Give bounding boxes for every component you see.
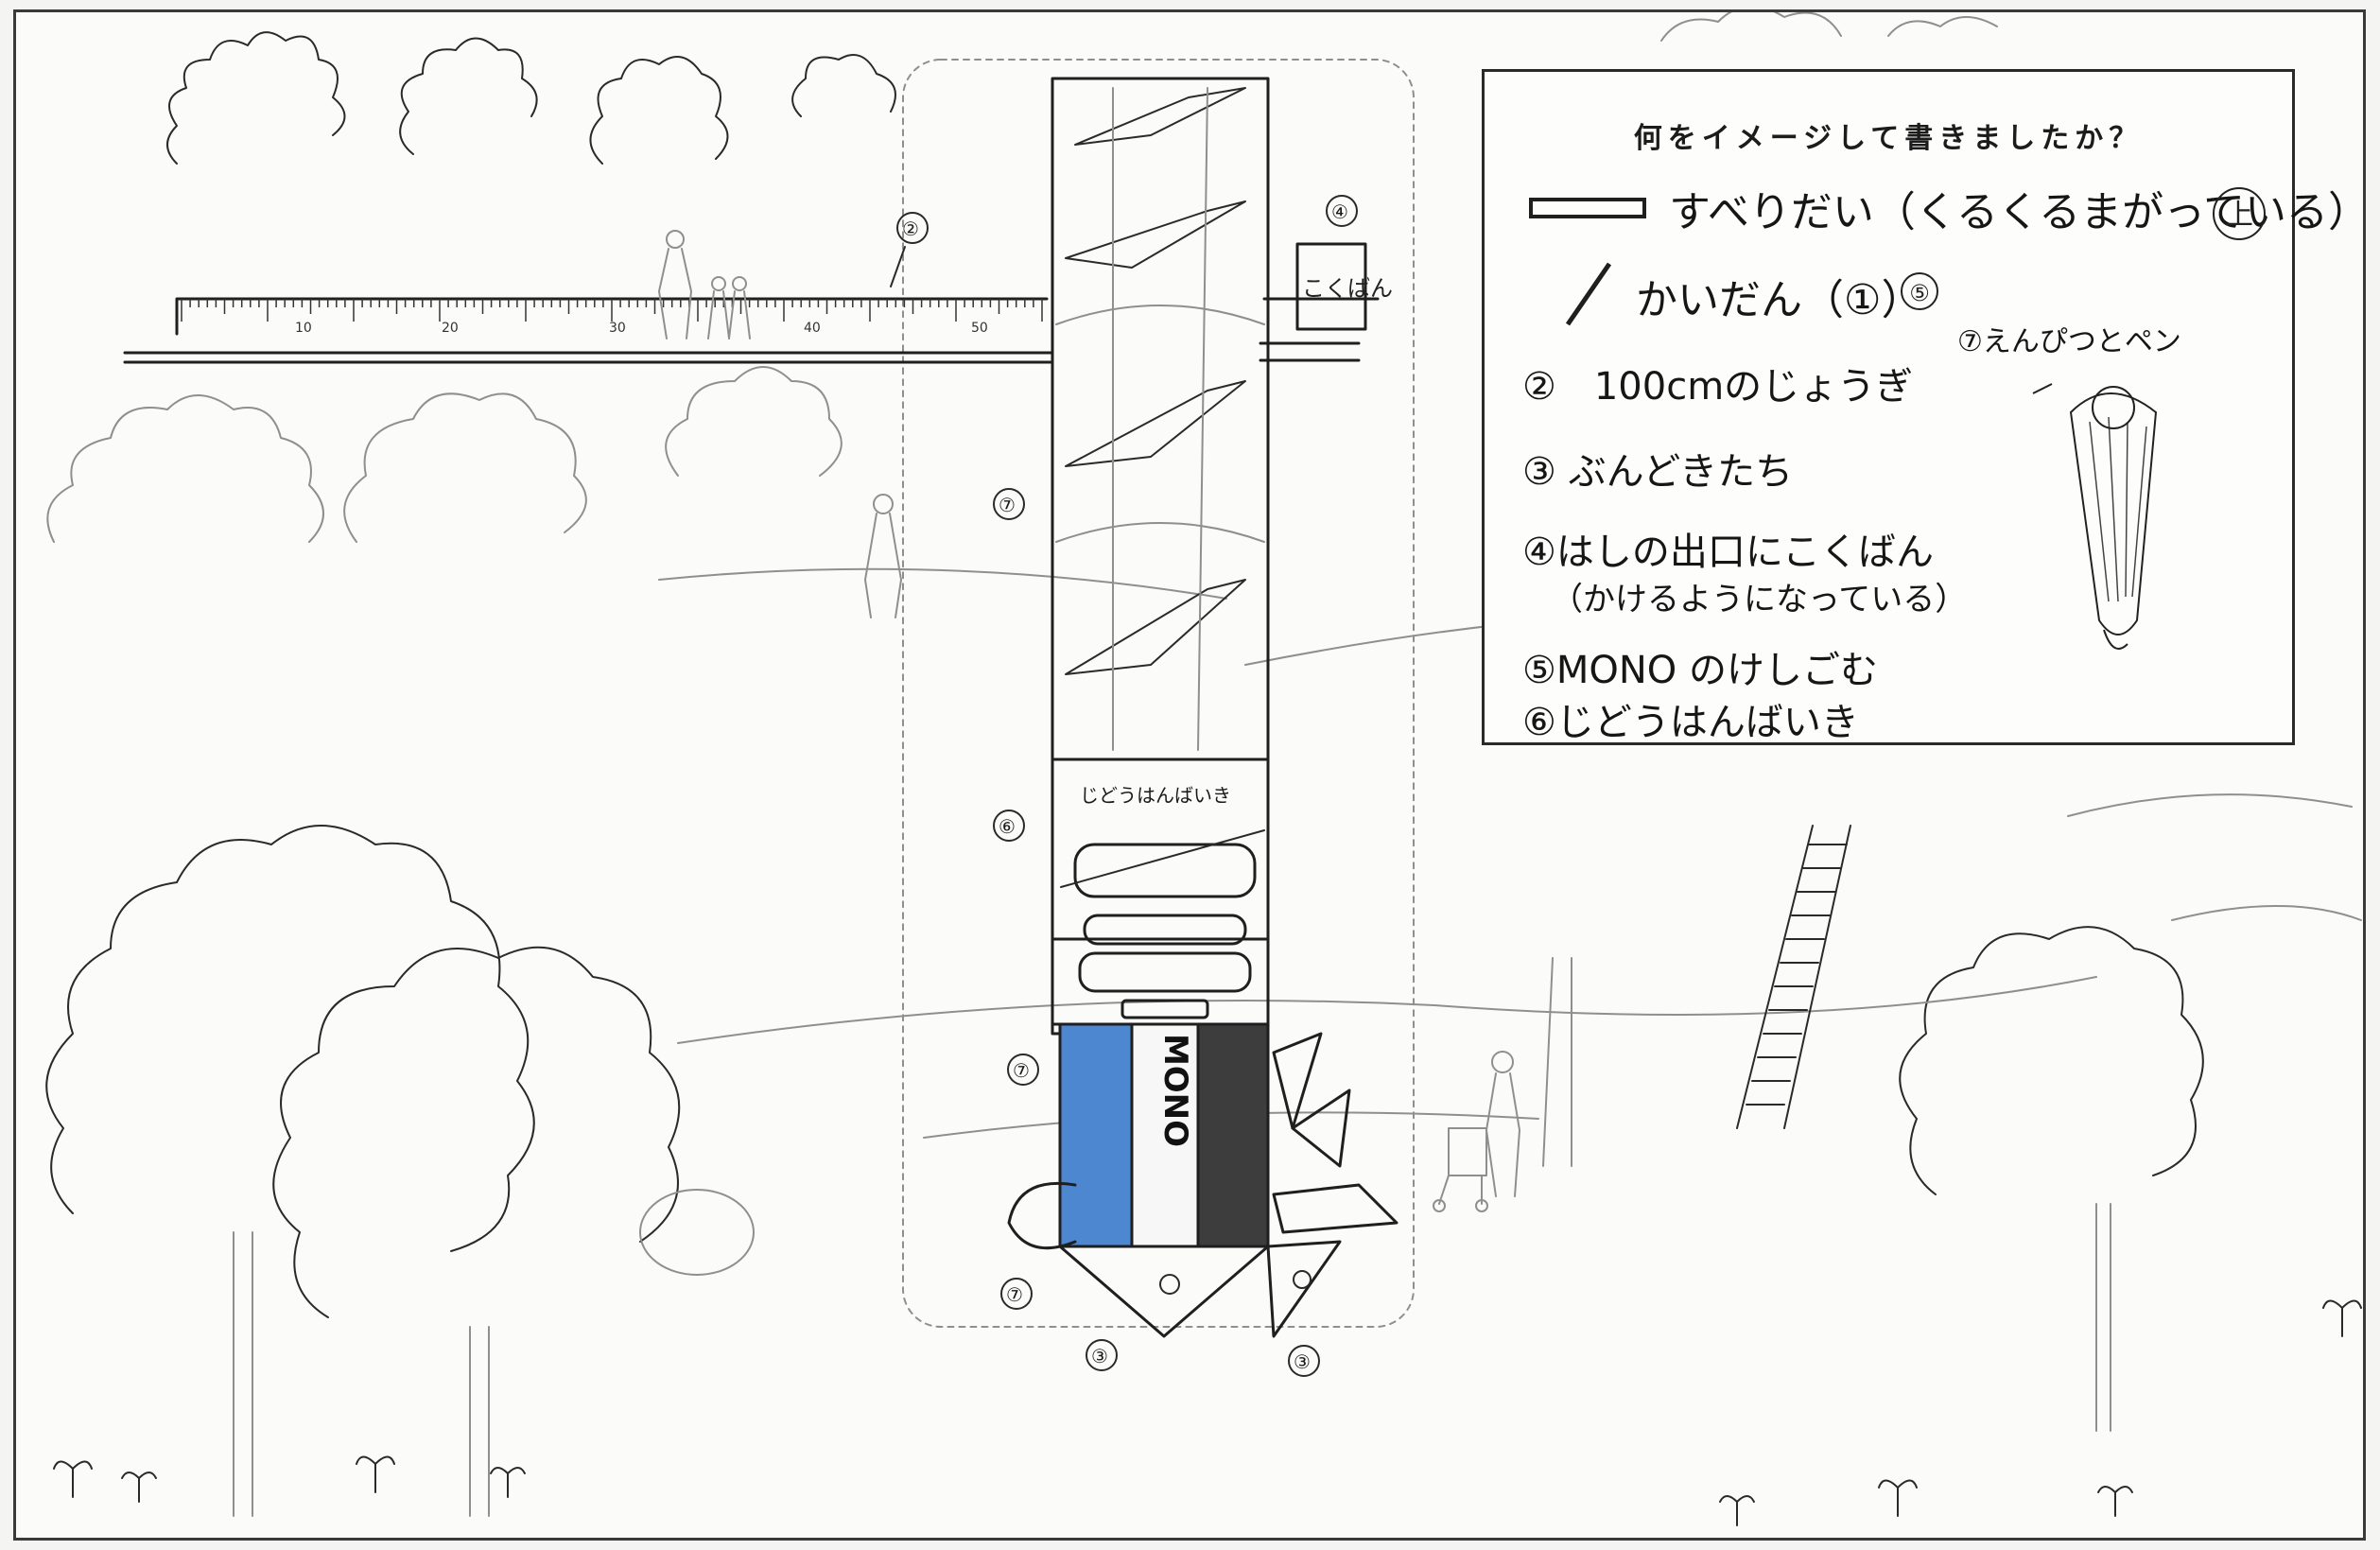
legend-item-stationery: ③ ぶんどきたち (1522, 450, 1794, 494)
background-trees (45, 12, 2362, 1526)
mono-eraser-text: MONO (1156, 1034, 1194, 1147)
ruler-ticks (181, 299, 1043, 322)
ruler-label-40: 40 (804, 321, 821, 336)
sprouts (53, 1299, 2362, 1526)
legend-badge-5: ⑤ (1901, 272, 1938, 310)
legend-item-stairs: かいだん（①） (1636, 276, 1923, 324)
ladder (1736, 825, 1851, 1129)
callout-2: ② (902, 218, 919, 240)
ruler-label-20: 20 (442, 321, 459, 336)
callout-4: ④ (1331, 200, 1348, 223)
callout-3-right: ③ (1294, 1350, 1311, 1373)
ruler-symbol-icon (1529, 198, 1646, 218)
legend-title: 何をイメージして書きましたか？ (1633, 122, 2144, 155)
callout-7-bottom: ⑦ (1006, 1283, 1023, 1306)
callout-6: ⑥ (999, 815, 1016, 838)
ruler-label-10: 10 (295, 321, 312, 336)
legend-item-pencil-pen: ⑦えんぴつとペン (1957, 325, 2181, 358)
vending-label: じどうはんばいき (1080, 784, 1231, 807)
callouts: ② ④ ⑦ ⑥ ⑦ ⑦ ③ ③ (890, 195, 1358, 1377)
blackboard-sign-text: こくばん (1302, 275, 1393, 302)
ruler-bridge: 10 20 30 40 50 (123, 230, 1380, 364)
legend-badge-top: 上 (2213, 187, 2266, 240)
legend-item-vending: ⑥じどうはんばいき (1522, 701, 1859, 744)
callout-7-left: ⑦ (1013, 1059, 1030, 1082)
drawing-sheet: 10 20 30 40 50 こくばん (13, 9, 2366, 1541)
ruler-label-50: 50 (971, 321, 988, 336)
callout-3-center: ③ (1091, 1345, 1108, 1367)
stairs-line-icon (1565, 262, 1612, 326)
pencil-tower: じどうはんばいき (1051, 77, 1270, 1036)
legend-item-blackboard-note: （かけるようになっている） (1551, 581, 1968, 618)
ruler-label-30: 30 (609, 321, 626, 336)
legend-panel: 何をイメージして書きましたか？ すべりだい（くるくるまがっている） 上 かいだん… (1482, 69, 2363, 745)
pencil-sketch-icon (2032, 383, 2158, 650)
walking-figure (864, 494, 902, 618)
stroller-figure (1433, 1051, 1520, 1212)
legend-item-blackboard: ④はしの出口にこくばん (1522, 531, 1935, 574)
dashed-guide (902, 59, 1415, 1328)
legend-item-eraser: ⑤MONO のけしごむ (1522, 649, 1878, 692)
park-drawing: 10 20 30 40 50 こくばん (45, 12, 2362, 1526)
mono-eraser: MONO (1058, 1022, 1270, 1248)
legend-item-ruler: ② 100cmのじょうぎ (1522, 365, 1914, 409)
pencil-tip (1007, 1032, 1398, 1338)
blackboard-sign: こくばん (1295, 242, 1393, 331)
callout-7-top: ⑦ (999, 494, 1016, 516)
